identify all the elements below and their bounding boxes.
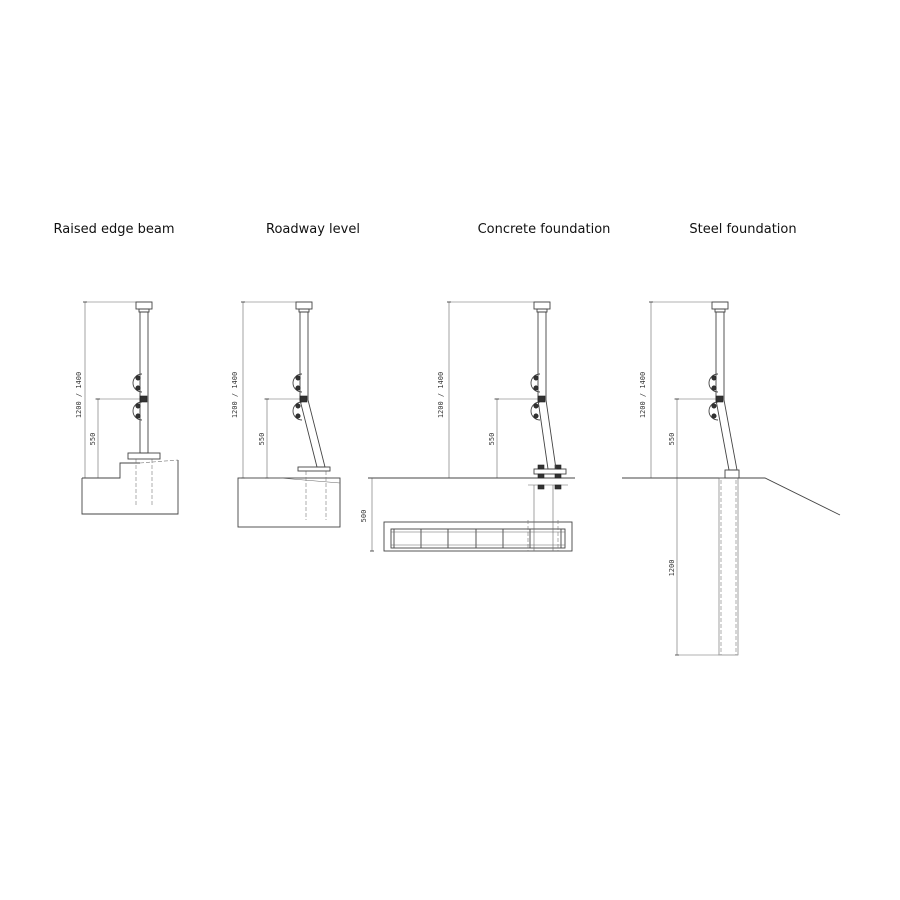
concrete-footing — [383, 521, 573, 552]
post — [537, 311, 557, 470]
steel-pile — [718, 477, 739, 656]
handrail-cap — [295, 301, 313, 310]
cap-mount — [536, 308, 548, 313]
height-dimension: 1200 / 1400 — [231, 372, 239, 418]
rope-bracket — [530, 373, 541, 393]
bracket-bolt — [299, 395, 308, 403]
rope-clamp — [135, 385, 141, 391]
rope-clamp — [533, 413, 539, 419]
foundation-depth-dimension: 500 — [360, 510, 368, 523]
panel-title-roadway-level: Roadway level — [266, 222, 360, 237]
bracket-bolt — [139, 395, 148, 403]
rope-clamp — [295, 403, 301, 409]
rope-clamp — [711, 403, 717, 409]
rope-clamp — [135, 375, 141, 381]
rail-height-dimension: 550 — [89, 433, 97, 446]
rope-clamp — [135, 403, 141, 409]
bolt-nuts — [537, 464, 562, 490]
cap-mount — [298, 308, 310, 313]
bracket-bolt — [537, 395, 546, 403]
bolt-nut — [537, 484, 545, 490]
anchor-bolts — [527, 520, 559, 551]
pile-cap — [724, 469, 740, 479]
rope-clamp — [533, 375, 539, 381]
rope-bracket — [708, 373, 719, 393]
rope-clamp — [711, 385, 717, 391]
rail-height-dimension: 550 — [668, 433, 676, 446]
edge-beam-outline — [82, 462, 140, 479]
rope-clamp — [711, 375, 717, 381]
panel-raised-edge-beam: 1200 / 1400 550 — [75, 301, 179, 515]
bolt-nut — [537, 473, 545, 479]
handrail-cap — [711, 301, 729, 310]
rope-bracket — [132, 401, 143, 421]
rail-height-dimension: 550 — [488, 433, 496, 446]
rope-bracket — [530, 401, 541, 421]
rope-clamp — [295, 413, 301, 419]
rope-bracket — [292, 401, 303, 421]
edge-beam-body — [81, 460, 179, 515]
rope-clamp — [533, 403, 539, 409]
height-dimension: 1200 / 1400 — [75, 372, 83, 418]
bolt-nut — [554, 473, 562, 479]
road-surface — [279, 477, 341, 484]
rope-bracket — [708, 401, 719, 421]
anchor-bolts — [135, 459, 153, 505]
cap-mount — [714, 308, 726, 313]
bracket-bolt — [715, 395, 724, 403]
roadway-block — [237, 477, 341, 528]
rope-clamp — [711, 413, 717, 419]
bolt-nut — [554, 464, 562, 470]
height-dimension: 1200 / 1400 — [639, 372, 647, 418]
rebar-cage — [390, 528, 566, 549]
height-dimension: 1200 / 1400 — [437, 372, 445, 418]
rope-clamp — [295, 385, 301, 391]
panel-title-raised-edge-beam: Raised edge beam — [54, 222, 175, 237]
post — [715, 311, 738, 471]
edge-beam-top — [139, 459, 179, 464]
ground-and-slope-line — [622, 477, 841, 516]
panel-steel-foundation: 1200 / 1400 550 1200 — [622, 301, 841, 656]
pile-depth-dimension: 1200 — [668, 560, 676, 577]
anchor-frame — [528, 484, 568, 551]
rope-bracket — [132, 373, 143, 393]
rope-bracket — [292, 373, 303, 393]
panel-title-concrete-foundation: Concrete foundation — [478, 222, 611, 237]
panel-concrete-foundation: 500 1200 / 1400 550 — [360, 301, 575, 552]
rebar-stirrups — [391, 529, 565, 548]
base-plate — [127, 452, 161, 460]
panel-title-steel-foundation: Steel foundation — [689, 222, 796, 237]
rope-clamp — [135, 413, 141, 419]
cap-mount — [138, 308, 150, 313]
handrail-cap — [135, 301, 153, 310]
pile-hidden-edges — [720, 480, 737, 655]
rope-clamp — [295, 375, 301, 381]
rope-clamp — [533, 385, 539, 391]
bolt-nut — [554, 484, 562, 490]
anchor-bolts — [305, 471, 327, 520]
rail-height-dimension: 550 — [258, 433, 266, 446]
post — [139, 311, 149, 454]
post — [299, 311, 326, 468]
handrail-cap — [533, 301, 551, 310]
bolt-nut — [537, 464, 545, 470]
panel-roadway-level: 1200 / 1400 550 — [231, 301, 341, 528]
base-plate — [297, 466, 331, 472]
base-plate — [533, 468, 567, 475]
